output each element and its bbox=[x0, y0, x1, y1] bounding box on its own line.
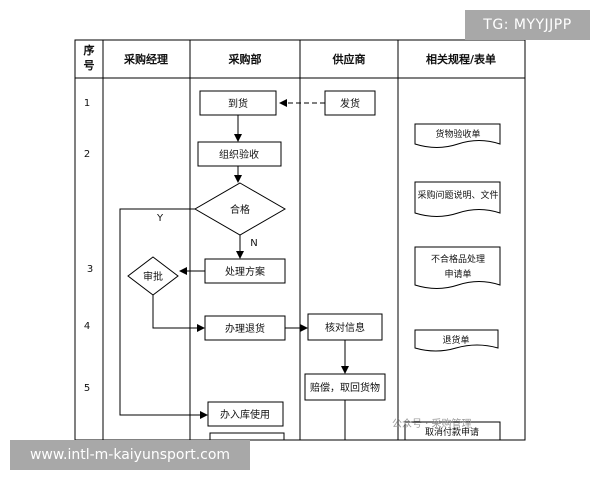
doc-label-1: 货物验收单 bbox=[435, 128, 480, 140]
node-warehouse-label: 办入库使用 bbox=[220, 408, 270, 421]
row-number-5: 5 bbox=[84, 383, 90, 394]
node-inspect-label: 组织验收 bbox=[219, 148, 259, 161]
node-extra-box bbox=[209, 432, 285, 441]
node-ship-label: 发货 bbox=[340, 97, 360, 110]
tag-badge: TG: MYYJJPP bbox=[465, 10, 590, 40]
doc-label-3-line2: 申请单 bbox=[444, 268, 471, 280]
node-qualified-label: 合格 bbox=[230, 203, 250, 216]
header-forms: 相关规程/表单 bbox=[426, 52, 496, 66]
doc-shape-1 bbox=[414, 123, 501, 148]
header-supplier: 供应商 bbox=[332, 52, 366, 66]
edge-label-no: N bbox=[250, 238, 257, 249]
node-verify-box bbox=[307, 313, 383, 341]
header-manager: 采购经理 bbox=[123, 52, 168, 66]
node-verify-label: 核对信息 bbox=[325, 321, 365, 334]
doc-shape-5 bbox=[404, 421, 501, 441]
doc-label-4: 退货单 bbox=[442, 334, 469, 346]
doc-label-3-line1: 不合格品处理 bbox=[431, 253, 485, 265]
doc-label-2: 采购问题说明、文件 bbox=[417, 189, 498, 201]
doc-shape-3 bbox=[414, 246, 501, 289]
header-dept: 采购部 bbox=[228, 52, 262, 66]
doc-shape-2 bbox=[414, 181, 501, 217]
doc-label-5: 取消付款申请 bbox=[425, 426, 479, 438]
edge-approve-to-return bbox=[152, 295, 205, 332]
node-warehouse-box bbox=[207, 401, 284, 427]
edge-qualified-yes-to-warehouse bbox=[119, 208, 208, 419]
node-inspect-box bbox=[197, 141, 282, 167]
row-number-2: 2 bbox=[84, 149, 90, 160]
header-seq-line1: 序 bbox=[84, 43, 95, 57]
node-return-box bbox=[204, 315, 286, 341]
header-seq-line2: 号 bbox=[84, 59, 95, 72]
watermark-text: 公众号 · 采购管理 bbox=[392, 419, 472, 430]
row-number-4: 4 bbox=[84, 321, 90, 332]
node-plan-box bbox=[204, 258, 286, 284]
node-arrival-label: 到货 bbox=[228, 97, 248, 110]
node-approve-label: 审批 bbox=[143, 270, 163, 283]
row-number-1: 1 bbox=[84, 98, 90, 109]
edge-label-yes: Y bbox=[156, 213, 164, 224]
doc-shape-4 bbox=[414, 329, 499, 352]
swimlane-grid bbox=[74, 39, 526, 441]
site-url-banner[interactable]: www.intl-m-kaiyunsport.com bbox=[10, 440, 250, 470]
node-return-label: 办理退货 bbox=[225, 322, 265, 335]
node-plan-label: 处理方案 bbox=[225, 265, 265, 278]
node-compensate-label: 赔偿，取回货物 bbox=[310, 381, 380, 394]
row-number-3: 3 bbox=[87, 264, 93, 275]
node-arrival-box bbox=[199, 90, 277, 116]
